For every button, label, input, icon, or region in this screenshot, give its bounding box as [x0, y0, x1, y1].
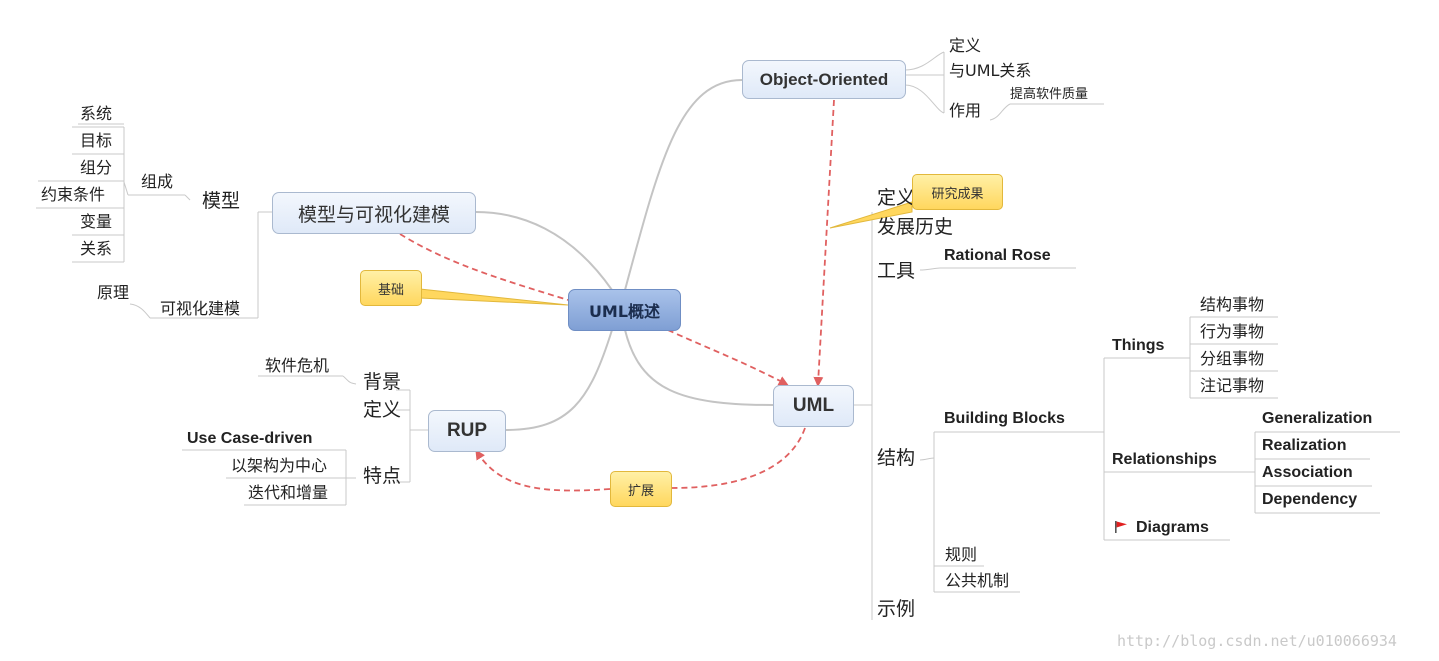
- sub-branches: [36, 51, 1400, 620]
- oo-definition[interactable]: 定义: [949, 36, 982, 55]
- component-relation[interactable]: 关系: [80, 239, 113, 258]
- uml-rules[interactable]: 规则: [945, 545, 978, 564]
- red-flag-icon: [1115, 521, 1127, 533]
- uml-common-mechanisms[interactable]: 公共机制: [945, 571, 1010, 590]
- thing-behavioral[interactable]: 行为事物: [1200, 322, 1265, 341]
- callout-extension[interactable]: 扩展: [610, 471, 672, 507]
- uml-tools[interactable]: 工具: [877, 260, 916, 282]
- oo-purpose-detail[interactable]: 提高软件质量: [1010, 87, 1089, 102]
- diagrams-label: Diagrams: [1136, 519, 1209, 536]
- rup-definition[interactable]: 定义: [363, 399, 402, 421]
- uml-examples[interactable]: 示例: [877, 598, 916, 620]
- component-variable[interactable]: 变量: [80, 212, 113, 231]
- oo-uml-relation[interactable]: 与UML关系: [949, 61, 1032, 80]
- relationship-realization[interactable]: Realization: [1262, 437, 1347, 454]
- component-part[interactable]: 组分: [80, 158, 113, 177]
- rup-feature-architecture[interactable]: 以架构为中心: [231, 456, 328, 475]
- rup-feature-iterative[interactable]: 迭代和增量: [248, 483, 329, 502]
- model-node[interactable]: 模型: [202, 190, 241, 212]
- building-blocks-node[interactable]: Building Blocks: [944, 410, 1065, 427]
- oo-purpose[interactable]: 作用: [949, 101, 982, 120]
- relationships-node[interactable]: Relationships: [1112, 451, 1217, 468]
- rup-software-crisis[interactable]: 软件危机: [265, 356, 330, 375]
- relationship-dependency[interactable]: Dependency: [1262, 491, 1358, 508]
- composition-node[interactable]: 组成: [141, 172, 174, 191]
- thing-annotational[interactable]: 注记事物: [1200, 376, 1265, 395]
- uml-tool-rational-rose[interactable]: Rational Rose: [944, 247, 1051, 264]
- relationship-association[interactable]: Association: [1262, 464, 1353, 481]
- uml-structure[interactable]: 结构: [877, 447, 916, 469]
- main-branches: [475, 79, 774, 431]
- visual-modeling-node[interactable]: 可视化建模: [160, 299, 241, 318]
- relationship-generalization[interactable]: Generalization: [1262, 410, 1373, 427]
- component-goal[interactable]: 目标: [80, 131, 113, 150]
- component-system[interactable]: 系统: [80, 104, 113, 123]
- component-constraint[interactable]: 约束条件: [41, 185, 106, 204]
- callout-research-result[interactable]: 研究成果: [912, 174, 1003, 210]
- relation-arrows: [399, 99, 835, 492]
- rup-feature-usecase[interactable]: Use Case-driven: [187, 430, 313, 447]
- thing-structural[interactable]: 结构事物: [1200, 295, 1265, 314]
- callout-foundation[interactable]: 基础: [360, 270, 422, 306]
- diagrams-node[interactable]: Diagrams: [1114, 520, 1209, 536]
- topic-modeling[interactable]: 模型与可视化建模: [272, 192, 476, 234]
- topic-uml[interactable]: UML: [773, 385, 854, 427]
- uml-history[interactable]: 发展历史: [877, 216, 954, 238]
- central-topic[interactable]: UML概述: [568, 289, 681, 331]
- topic-rup[interactable]: RUP: [428, 410, 506, 452]
- uml-definition[interactable]: 定义: [877, 187, 916, 209]
- watermark: http://blog.csdn.net/u010066934: [1117, 632, 1397, 650]
- topic-object-oriented[interactable]: Object-Oriented: [742, 60, 906, 99]
- things-node[interactable]: Things: [1112, 337, 1165, 354]
- principle-node[interactable]: 原理: [97, 283, 130, 302]
- thing-grouping[interactable]: 分组事物: [1200, 349, 1265, 368]
- rup-features[interactable]: 特点: [363, 465, 402, 487]
- rup-background[interactable]: 背景: [363, 371, 402, 393]
